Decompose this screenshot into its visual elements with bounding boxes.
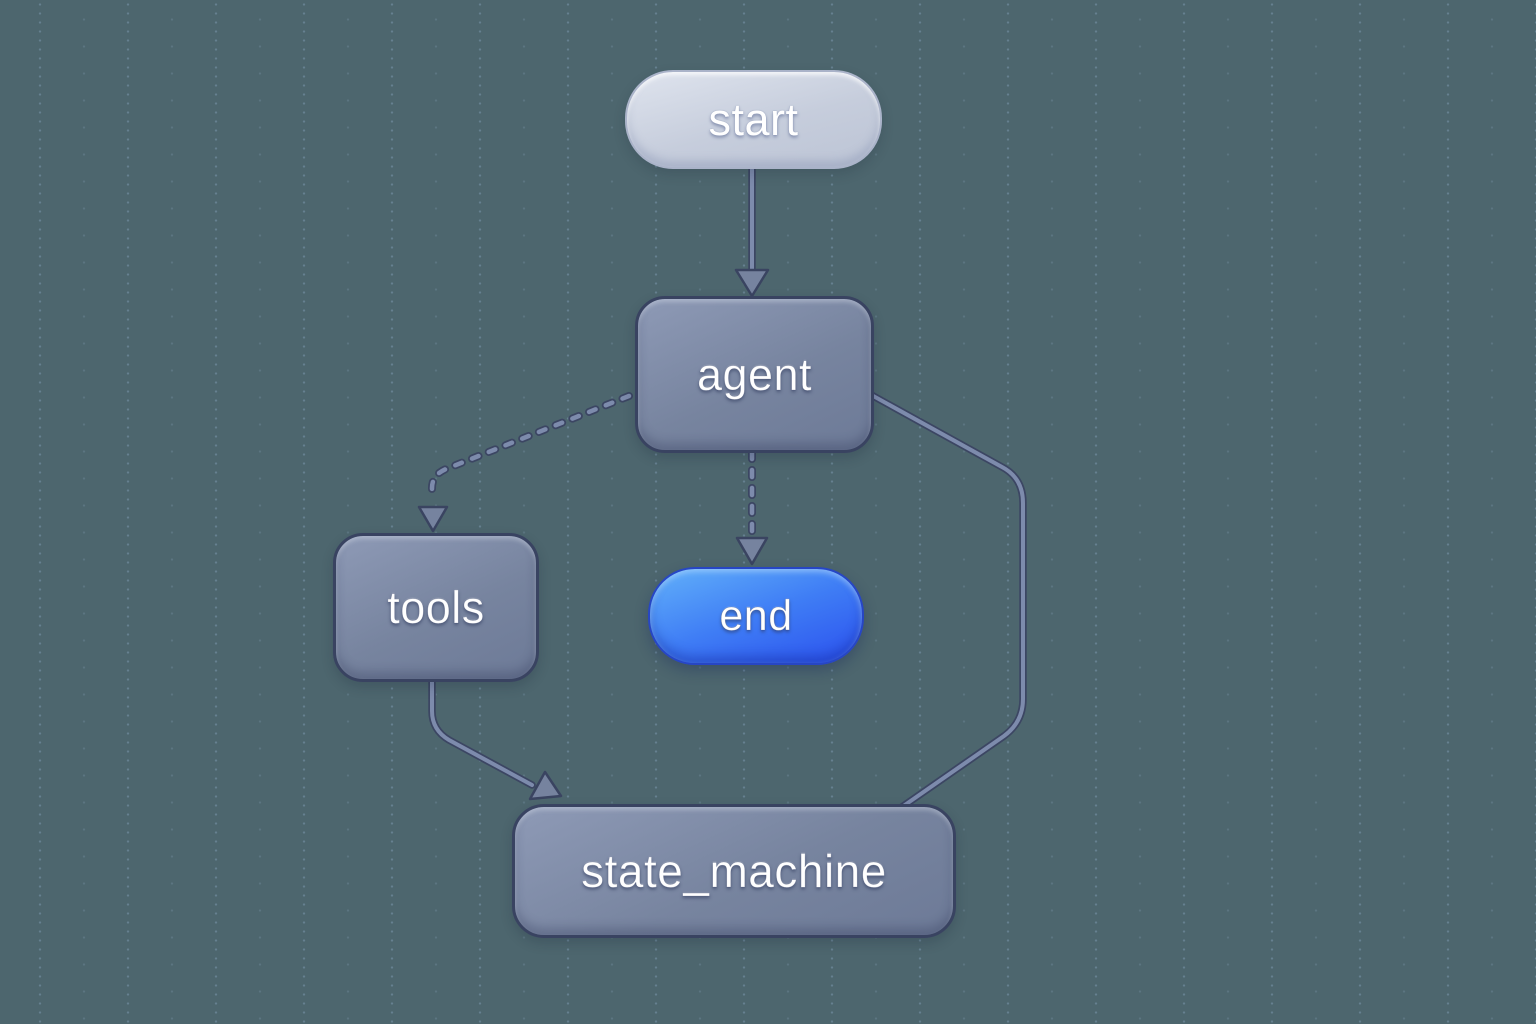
- edge-line: [429, 393, 632, 500]
- arrowhead-down: [417, 505, 449, 533]
- node-start-label: start: [708, 93, 799, 145]
- arrowhead-down: [735, 536, 769, 566]
- node-end-label: end: [719, 591, 793, 640]
- edge-line: [430, 675, 534, 787]
- edge-line: [428, 392, 633, 501]
- edge-agent-to-tools: [417, 392, 633, 533]
- edge-agent-to-state-machine: [862, 388, 1027, 811]
- node-state-machine: state_machine: [512, 804, 956, 938]
- node-tools-label: tools: [387, 581, 485, 633]
- edge-line: [428, 673, 536, 789]
- arrowhead-down-right: [528, 770, 563, 801]
- node-tools: tools: [333, 533, 539, 682]
- arrowhead-down: [734, 268, 770, 298]
- node-agent: agent: [635, 296, 874, 453]
- node-end: end: [648, 567, 864, 665]
- edge-start-to-agent: [734, 162, 770, 298]
- edge-line: [864, 390, 1025, 809]
- node-start: start: [625, 70, 882, 169]
- edge-line: [862, 388, 1027, 811]
- node-agent-label: agent: [696, 348, 813, 400]
- edge-tools-to-state-machine: [428, 673, 563, 801]
- edge-agent-to-end: [735, 448, 769, 566]
- node-state-machine-label: state_machine: [581, 845, 887, 898]
